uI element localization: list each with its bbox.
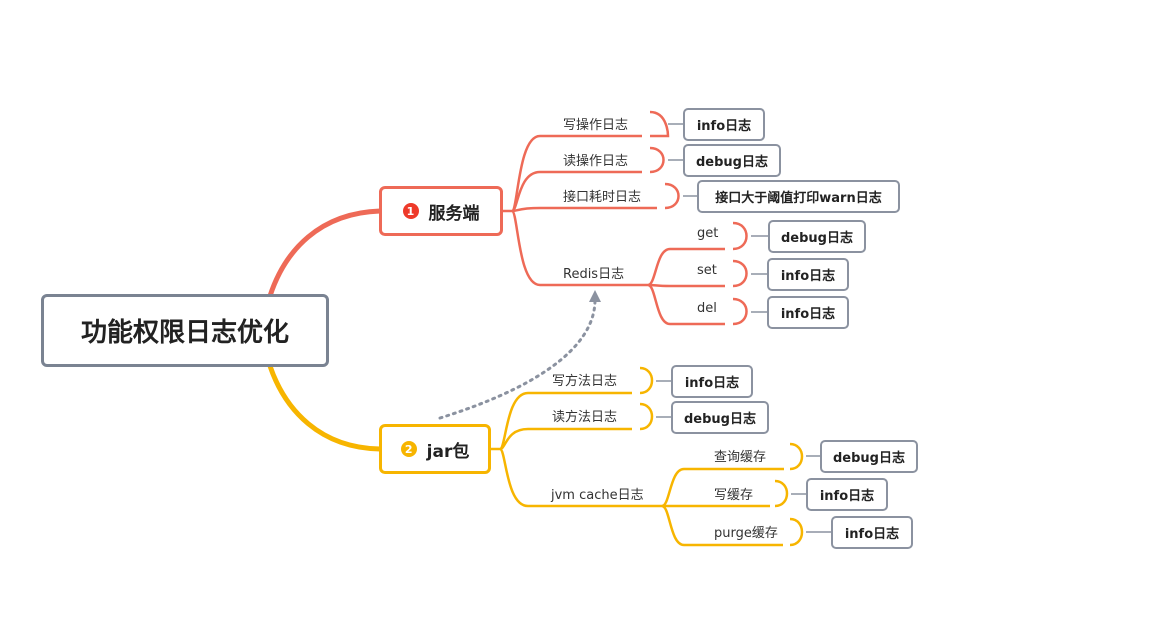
leaf-debug-log[interactable]: debug日志 — [671, 401, 769, 434]
leaf-label: info日志 — [684, 376, 740, 391]
leaf-warn-log[interactable]: 接口大于阈值打印warn日志 — [697, 180, 900, 213]
subtopic-purge-cache[interactable]: purge缓存 — [714, 526, 778, 541]
leaf-info-log[interactable]: info日志 — [671, 365, 753, 398]
leaf-label: debug日志 — [696, 155, 768, 170]
subtopic-latency-log[interactable]: 接口耗时日志 — [563, 190, 642, 205]
branch-topic-label: jar包 — [426, 441, 470, 462]
arrow-head-icon — [589, 290, 601, 302]
leaf-label: info日志 — [844, 527, 900, 542]
server-leaf-ticks — [668, 123, 768, 313]
subtopic-redis-set[interactable]: set — [697, 263, 717, 278]
subtopic-read-op-log[interactable]: 读操作日志 — [563, 154, 629, 169]
leaf-info-log[interactable]: info日志 — [831, 516, 913, 549]
jar-leaf-ticks — [656, 380, 831, 533]
leaf-label: debug日志 — [781, 231, 853, 246]
leaf-info-log[interactable]: info日志 — [683, 108, 765, 141]
subtopic-jvm-cache-log[interactable]: jvm cache日志 — [551, 488, 644, 503]
leaf-label: debug日志 — [833, 451, 905, 466]
subtopic-write-method-log[interactable]: 写方法日志 — [552, 374, 618, 389]
leaf-info-log[interactable]: info日志 — [767, 258, 849, 291]
branch-topic-label: 服务端 — [428, 203, 480, 224]
root-topic-label: 功能权限日志优化 — [80, 318, 289, 348]
subtopic-write-cache[interactable]: 写缓存 — [714, 488, 754, 503]
branch-topic-server[interactable]: 1 服务端 — [379, 186, 503, 236]
leaf-label: info日志 — [780, 269, 836, 284]
server-branch-lines — [502, 134, 725, 326]
leaf-debug-log[interactable]: debug日志 — [820, 440, 918, 473]
subtopic-query-cache[interactable]: 查询缓存 — [714, 450, 767, 465]
branch-topic-jar[interactable]: 2 jar包 — [379, 424, 491, 474]
leaf-debug-log[interactable]: debug日志 — [768, 220, 866, 253]
subtopic-read-method-log[interactable]: 读方法日志 — [552, 410, 618, 425]
leaf-debug-log[interactable]: debug日志 — [683, 144, 781, 177]
leaf-label: info日志 — [696, 119, 752, 134]
root-topic[interactable]: 功能权限日志优化 — [41, 294, 329, 367]
leaf-label: debug日志 — [684, 412, 756, 427]
subtopic-write-op-log[interactable]: 写操作日志 — [563, 118, 629, 133]
server-leaf-brackets — [649, 110, 748, 326]
marker-1-icon: 1 — [402, 203, 419, 219]
subtopic-redis-get[interactable]: get — [697, 226, 719, 241]
leaf-label: info日志 — [780, 307, 836, 322]
leaf-info-log[interactable]: info日志 — [767, 296, 849, 329]
jar-leaf-brackets — [639, 366, 804, 547]
relationship-dotted-arrow — [438, 298, 597, 420]
marker-2-icon: 2 — [400, 441, 417, 457]
subtopic-redis-log[interactable]: Redis日志 — [563, 267, 625, 282]
subtopic-redis-del[interactable]: del — [697, 301, 717, 316]
root-to-server-link — [267, 208, 383, 299]
root-to-jar-link — [267, 363, 383, 452]
leaf-info-log[interactable]: info日志 — [806, 478, 888, 511]
jar-branch-lines — [490, 391, 784, 547]
leaf-label: 接口大于阈值打印warn日志 — [715, 191, 882, 206]
leaf-label: info日志 — [819, 489, 875, 504]
